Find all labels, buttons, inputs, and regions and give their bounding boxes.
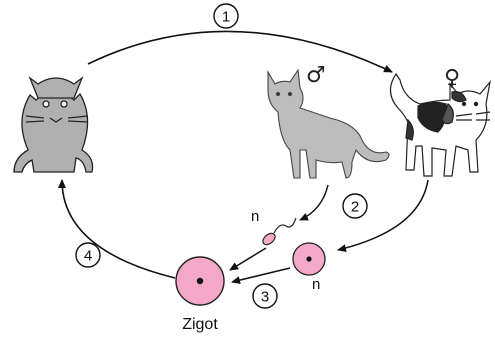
egg-ploidy-label: n <box>312 276 320 293</box>
arrow-female-to-egg <box>337 179 429 252</box>
step-3-circle <box>252 283 278 309</box>
step-1-circle <box>213 3 239 29</box>
sperm-ploidy-label: n <box>251 208 259 225</box>
female-symbol: ♀ <box>444 66 460 91</box>
female-cat-illustration <box>389 72 491 177</box>
step-3-label: 3 <box>261 289 269 306</box>
step-2-label: 2 <box>351 199 359 216</box>
sperm-cell <box>262 217 297 246</box>
step-4-label: 4 <box>84 248 92 265</box>
arrow-egg-to-zygote <box>231 267 291 285</box>
egg-cell <box>292 242 326 276</box>
arrow-sperm-to-zygote <box>229 247 267 271</box>
male-symbol: ♂ <box>306 63 326 88</box>
arrow-step-4 <box>58 179 176 279</box>
arrow-step-1 <box>87 30 393 73</box>
zygote-cell <box>175 256 225 306</box>
step-1-label: 1 <box>222 9 230 26</box>
step-2-circle <box>342 193 368 219</box>
arrow-male-to-sperm <box>299 184 329 221</box>
offspring-cat-illustration <box>13 76 94 173</box>
step-4-circle <box>75 242 101 268</box>
male-cat-illustration <box>267 68 390 179</box>
zygote-label: Zigot <box>182 316 218 333</box>
